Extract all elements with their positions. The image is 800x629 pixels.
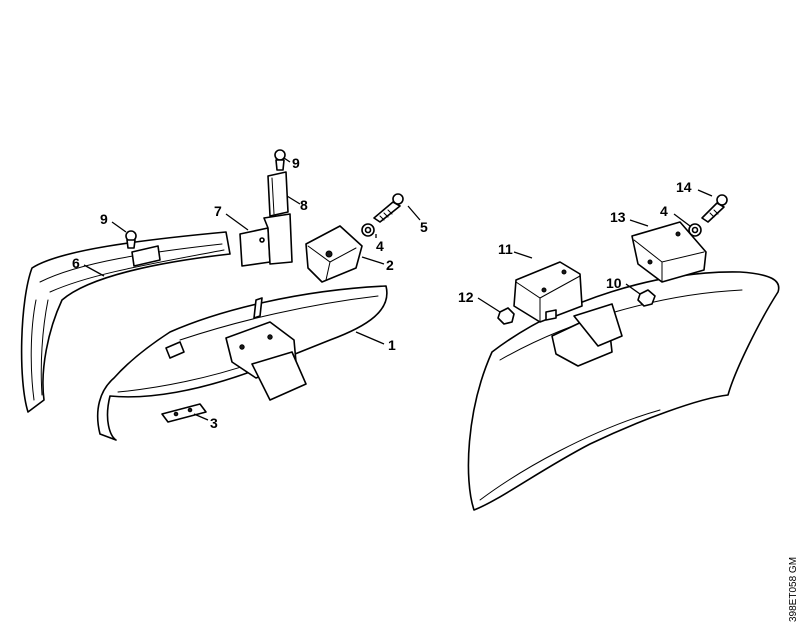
callout-1: 1: [388, 337, 396, 353]
callout-3: 3: [210, 415, 218, 431]
large-guard-right: [467, 271, 780, 511]
part-11-clamp: [513, 261, 583, 323]
part-10-nut: [637, 289, 656, 307]
callout-9-left: 9: [100, 211, 108, 227]
callout-6: 6: [72, 255, 80, 271]
callout-7: 7: [214, 203, 222, 219]
part-4-washer-left: [361, 223, 375, 237]
callout-4-left: 4: [376, 238, 384, 254]
part-5-bolt: [373, 193, 404, 223]
callout-9-top: 9: [292, 155, 300, 171]
part-9-screw-left: [125, 230, 137, 249]
part-2-clamp: [305, 225, 363, 283]
callout-4-right: 4: [660, 203, 668, 219]
part-12-nut: [497, 307, 515, 325]
drawing-code: 398ET058 GM: [788, 557, 799, 622]
part-7-bracket: [239, 213, 293, 267]
part-14-bolt: [701, 194, 728, 223]
part-3-plate: [161, 403, 207, 423]
callout-5: 5: [420, 219, 428, 235]
part-13-clamp: [631, 221, 707, 283]
callout-8: 8: [300, 197, 308, 213]
part-6-guard-strip: [20, 231, 231, 413]
callout-11: 11: [498, 241, 513, 257]
callout-12: 12: [458, 289, 474, 305]
leader-lines: [83, 157, 713, 421]
part-9-screw-top: [274, 149, 286, 171]
callout-13: 13: [610, 209, 626, 225]
part-4-washer-right: [688, 223, 702, 237]
part-8-clip: [267, 171, 289, 217]
callout-14: 14: [676, 179, 692, 195]
callout-10: 10: [606, 275, 622, 291]
callout-2: 2: [386, 257, 394, 273]
part-1-deflector: [96, 285, 388, 441]
